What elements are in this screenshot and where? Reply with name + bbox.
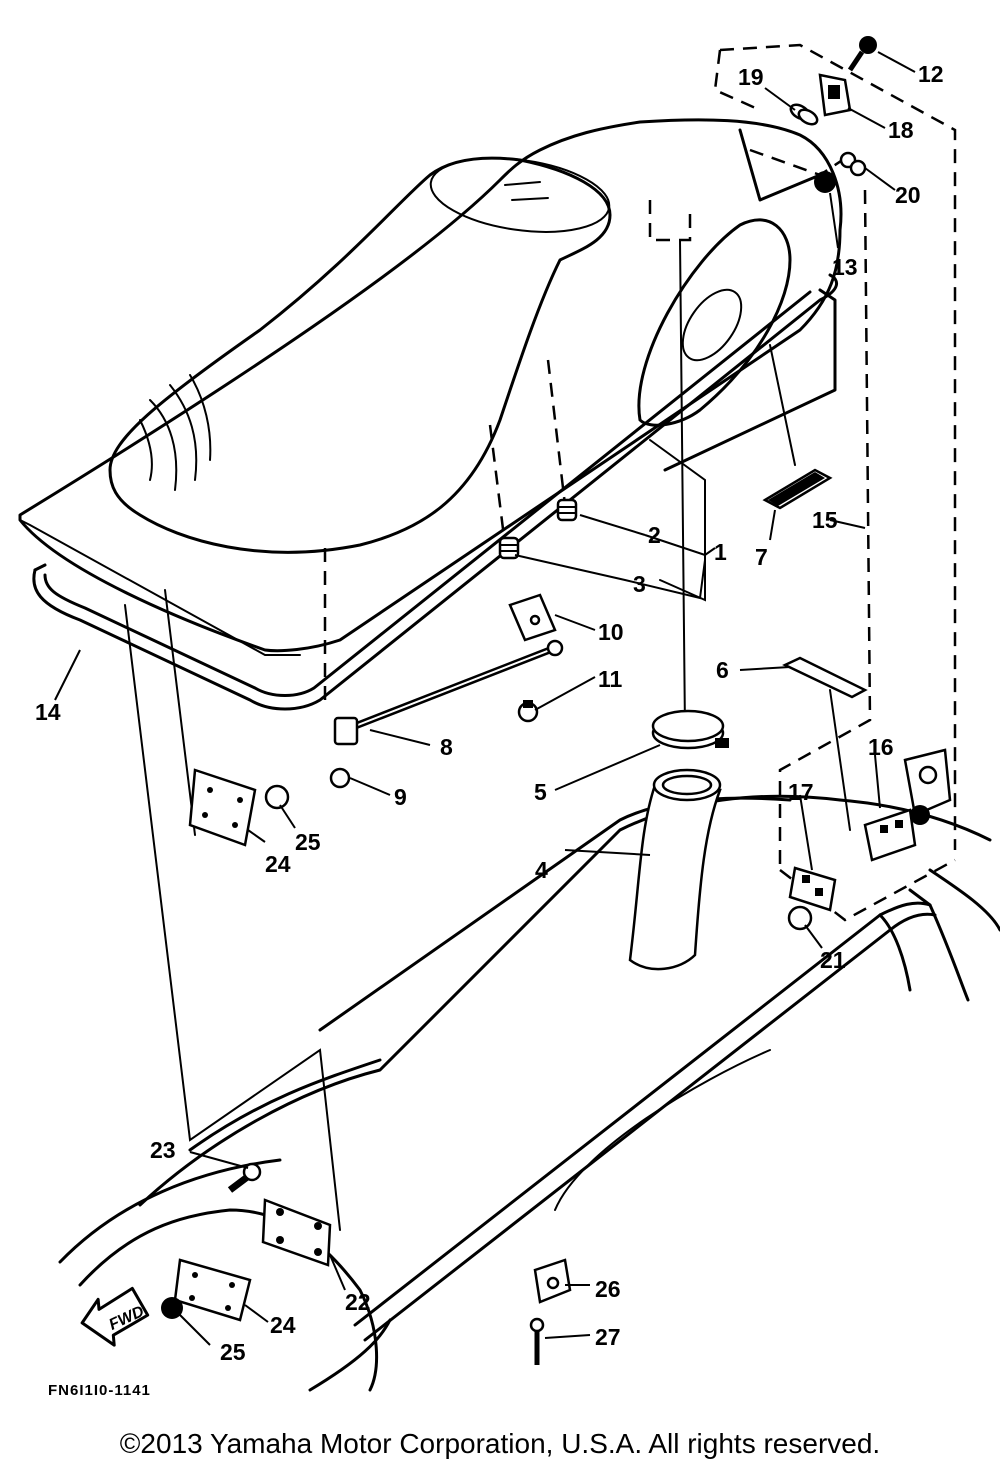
callout-21: 21 (820, 947, 846, 973)
spring-19 (789, 103, 819, 126)
bolt-12 (847, 36, 877, 72)
callout-12: 12 (918, 61, 944, 87)
catch-17 (788, 866, 837, 912)
callout-3: 3 (633, 571, 646, 597)
callout-16-lower: 16 (868, 734, 894, 760)
callout-10: 10 (598, 619, 624, 645)
callout-25-upper: 25 (295, 829, 321, 855)
bracket-26 (533, 1258, 572, 1304)
callout-6: 6 (716, 657, 729, 683)
pin-27 (529, 1317, 545, 1365)
hook-16 (903, 748, 952, 825)
nut-25-upper (264, 784, 290, 810)
rod-8 (333, 639, 564, 746)
bolt-11 (517, 700, 539, 723)
strap-6 (782, 656, 868, 699)
callout-20: 20 (895, 182, 921, 208)
callout-13: 13 (832, 254, 858, 280)
copyright-notice: ©2013 Yamaha Motor Corporation, U.S.A. A… (119, 1428, 881, 1459)
seat (18, 118, 843, 656)
hinge-22 (261, 1198, 332, 1267)
callout-25-lower: 25 (220, 1339, 246, 1365)
nut-25-lower (161, 1297, 183, 1319)
callout-27: 27 (595, 1324, 621, 1350)
clamp-5 (651, 709, 729, 750)
callout-14: 14 (35, 699, 61, 725)
callout-15: 15 (812, 507, 838, 533)
callout-24-lower: 24 (270, 1312, 296, 1338)
bracket-outlines (124, 239, 851, 1231)
callout-22: 22 (345, 1289, 371, 1315)
parts (161, 36, 952, 1365)
callout-17: 17 (788, 779, 814, 805)
callout-23: 23 (150, 1137, 176, 1163)
plate-24-upper (188, 768, 257, 847)
assembly-guide-lines (323, 43, 957, 922)
figure-code: FN6I1I0-1141 (48, 1382, 151, 1399)
bracket-10 (508, 593, 557, 642)
callout-7: 7 (755, 544, 768, 570)
callout-5: 5 (534, 779, 547, 805)
seat-frame (32, 273, 838, 711)
nut-13 (814, 171, 836, 193)
callout-1: 1 (714, 539, 727, 565)
grommet-3 (498, 536, 520, 560)
callout-9: 9 (394, 784, 407, 810)
callout-4: 4 (535, 857, 548, 883)
nut-21 (787, 905, 813, 931)
grommet-2 (556, 498, 578, 522)
duct-4 (628, 768, 722, 971)
callout-19: 19 (738, 64, 764, 90)
washer-20 (839, 151, 867, 177)
callout-18: 18 (888, 117, 914, 143)
pad-7 (762, 468, 833, 510)
plate-24-lower (173, 1258, 252, 1322)
leader-lines (54, 51, 916, 1346)
fwd-label: FWD (107, 1303, 148, 1334)
callout-11: 11 (598, 666, 623, 692)
latch-18 (818, 73, 852, 117)
catch-16 (863, 808, 917, 862)
hull (58, 794, 1000, 1392)
callout-2: 2 (648, 522, 661, 548)
nut-9 (329, 767, 351, 789)
callout-26: 26 (595, 1276, 621, 1302)
callout-labels: 1 2 3 4 5 6 7 8 9 10 11 12 13 14 15 16 1… (35, 61, 944, 1365)
callout-24-upper: 24 (265, 851, 291, 877)
callout-8: 8 (440, 734, 453, 760)
fwd-arrow-icon: FWD (80, 1286, 150, 1347)
